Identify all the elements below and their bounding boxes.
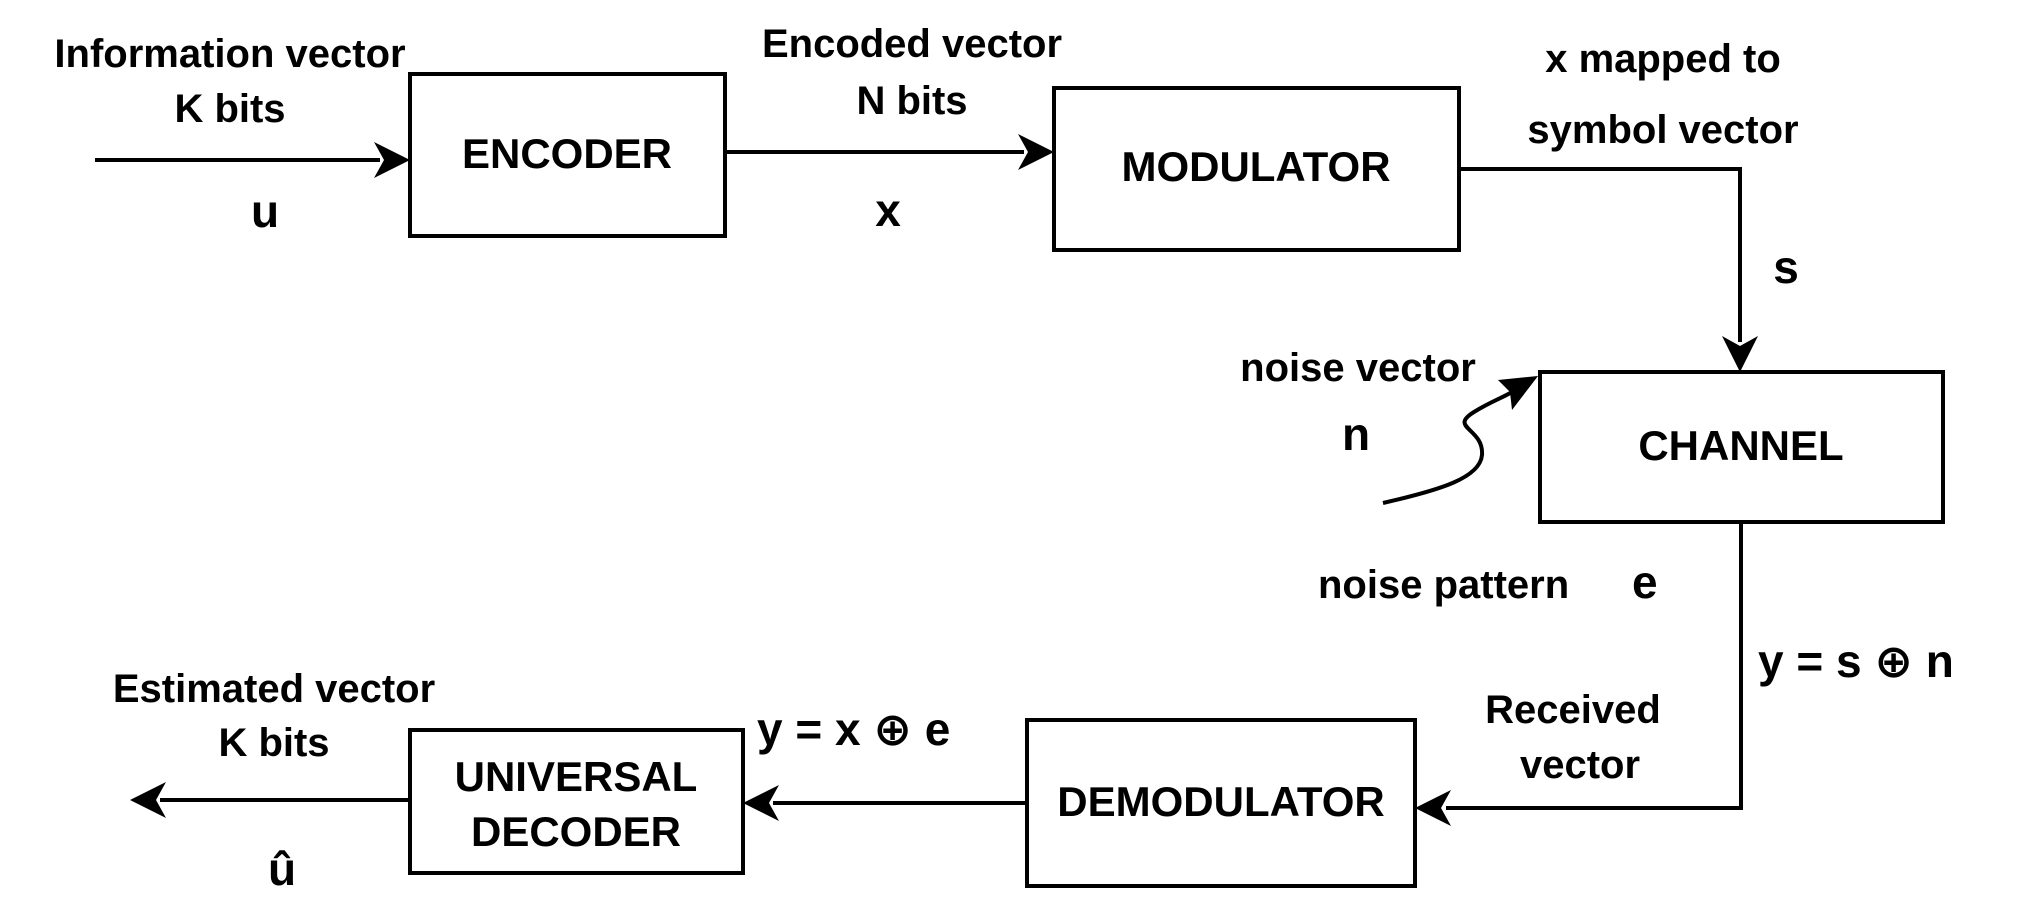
received-vector-line2: vector bbox=[1520, 743, 1640, 787]
encoder-label: ENCODER bbox=[462, 130, 672, 177]
information-vector-label: Information vector bbox=[54, 32, 405, 76]
noise-symbol-n: n bbox=[1342, 408, 1370, 460]
noise-pattern-label: noise pattern bbox=[1318, 563, 1569, 607]
modulator-to-channel-arrow bbox=[1459, 167, 1758, 372]
mapped-label-line1: x mapped to bbox=[1545, 37, 1781, 81]
channel-to-demodulator-arrow bbox=[1415, 522, 1743, 826]
encoder-to-modulator-arrow bbox=[725, 134, 1054, 170]
information-bits-label: K bits bbox=[174, 87, 285, 131]
noise-vector-label: noise vector bbox=[1240, 346, 1476, 390]
channel-block: CHANNEL bbox=[1538, 370, 1945, 524]
encoder-block: ENCODER bbox=[408, 72, 727, 238]
noise-pattern-symbol-e: e bbox=[1632, 556, 1658, 608]
decoder-label-line1: UNIVERSAL bbox=[455, 753, 698, 800]
channel-output-equation: y = s ⊕ n bbox=[1758, 635, 1954, 687]
estimated-vector-label: Estimated vector bbox=[113, 667, 435, 711]
information-symbol-u: u bbox=[251, 185, 279, 237]
received-vector-line1: Received bbox=[1485, 688, 1661, 732]
output-arrow bbox=[130, 782, 410, 818]
modulator-block: MODULATOR bbox=[1052, 86, 1461, 252]
encoded-bits-label: N bits bbox=[856, 79, 967, 123]
symbol-s: s bbox=[1773, 241, 1799, 293]
modulator-label: MODULATOR bbox=[1121, 143, 1390, 190]
estimated-bits-label: K bits bbox=[218, 721, 329, 765]
encoded-symbol-x: x bbox=[875, 184, 901, 236]
demodulator-to-decoder-arrow bbox=[743, 785, 1027, 821]
demodulator-output-equation: y = x ⊕ e bbox=[757, 703, 950, 755]
channel-label: CHANNEL bbox=[1638, 422, 1843, 469]
decoder-label-line2: DECODER bbox=[471, 808, 681, 855]
estimated-symbol-u-hat: û bbox=[268, 843, 296, 895]
demodulator-block: DEMODULATOR bbox=[1025, 718, 1417, 888]
input-arrow bbox=[95, 142, 410, 178]
universal-decoder-block: UNIVERSAL DECODER bbox=[408, 728, 745, 875]
encoded-vector-label: Encoded vector bbox=[762, 22, 1062, 66]
demodulator-label: DEMODULATOR bbox=[1057, 778, 1384, 825]
noise-arrow bbox=[1382, 376, 1538, 505]
mapped-label-line2: symbol vector bbox=[1527, 108, 1798, 152]
